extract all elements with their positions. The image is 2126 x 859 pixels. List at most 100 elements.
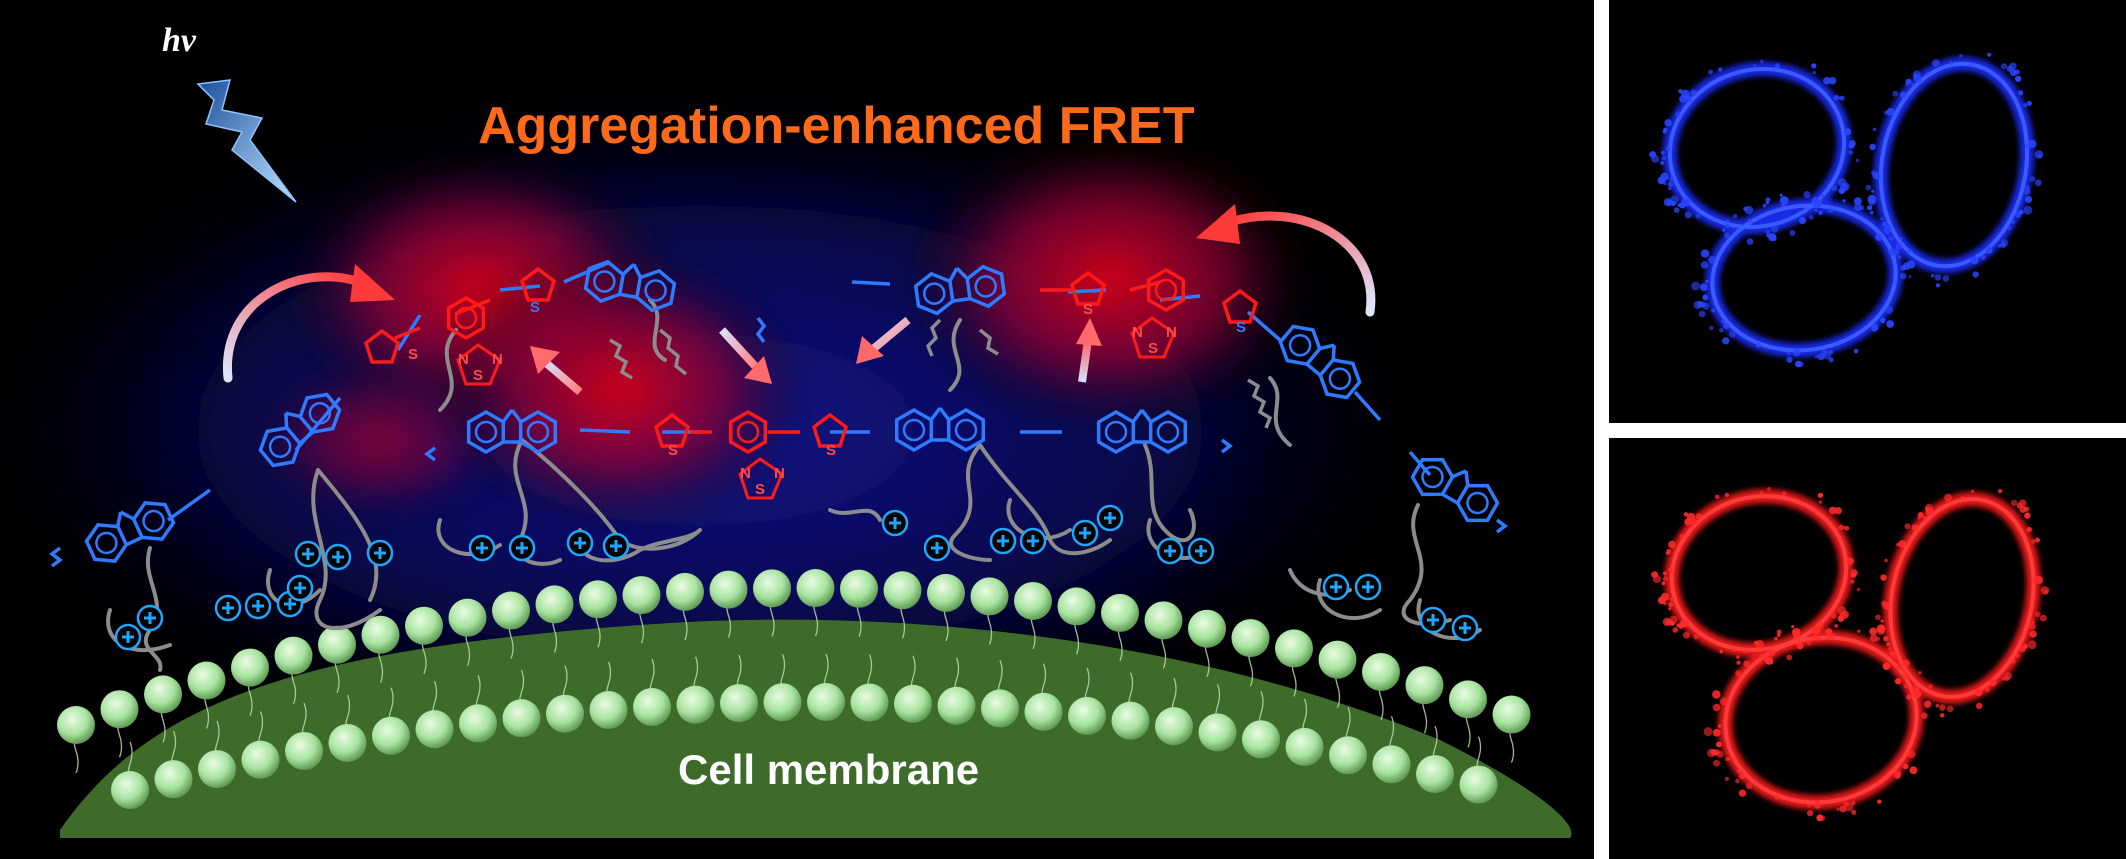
fluorescence-speckle <box>1745 782 1753 790</box>
fluorescence-speckle <box>1869 627 1878 636</box>
fluorescence-speckle <box>1744 205 1754 215</box>
fluorescence-speckle <box>1705 279 1709 284</box>
lipid-head <box>850 683 889 722</box>
positive-charge-icon <box>468 534 496 562</box>
fluorescence-speckle <box>1669 195 1679 205</box>
fluorescence-speckle <box>1695 513 1703 520</box>
positive-charge-icon <box>1354 573 1382 601</box>
fluorescence-speckle <box>1690 89 1697 96</box>
lipid-head <box>328 723 367 762</box>
fluorescence-speckle <box>1684 518 1692 526</box>
fluorescence-speckle <box>1721 319 1726 324</box>
fluorescence-speckle <box>1913 704 1917 708</box>
fluorescence-speckle <box>2025 185 2030 190</box>
lipid-head <box>937 686 976 725</box>
lipid-head <box>720 684 758 723</box>
lipid-head <box>807 683 845 722</box>
lipid-head <box>676 685 715 724</box>
lipid-head <box>633 687 671 726</box>
lipid-head <box>415 710 454 749</box>
fluorescence-speckle <box>1855 158 1860 163</box>
fluorescence-speckle <box>1944 493 1952 502</box>
nitrogen-label: N <box>774 465 785 482</box>
fluorescence-speckle <box>1791 625 1795 629</box>
nitrogen-label: N <box>740 465 751 482</box>
fluorescence-speckle <box>1719 327 1724 333</box>
positive-charge-icon <box>214 594 242 622</box>
fluorescence-speckle <box>1889 236 1894 242</box>
fluorescence-speckle <box>1837 615 1845 622</box>
lipid-head <box>144 675 182 714</box>
positive-charge-icon <box>1096 504 1124 532</box>
fluorescence-speckle <box>2034 611 2041 618</box>
fluorescence-speckle <box>1752 63 1757 68</box>
fluorescence-speckle <box>1700 249 1710 258</box>
lipid-head <box>1242 720 1280 759</box>
fluorescence-speckle <box>1770 225 1779 233</box>
fluorescence-speckle <box>1836 807 1840 811</box>
fluorescence-speckle <box>1902 262 1911 270</box>
positive-charge-icon <box>508 534 536 562</box>
fluorescence-speckle <box>1946 705 1954 713</box>
lipid-head <box>883 571 922 610</box>
fluorescence-speckle <box>2000 63 2008 70</box>
fluorescence-speckle <box>1735 778 1740 784</box>
fret-scheme-panel: S S S S S S S S S N N N N N N <box>0 0 1594 859</box>
lipid-head <box>361 615 400 654</box>
fluorescence-speckle <box>1803 190 1811 199</box>
fluorescence-speckle <box>1911 82 1915 87</box>
fluorescence-speckle <box>1675 111 1681 117</box>
fluorescence-speckle <box>1881 221 1887 227</box>
fluorescence-speckle <box>1661 581 1666 586</box>
fluorescence-speckle <box>1844 802 1854 812</box>
fluorescence-speckle <box>2032 578 2038 584</box>
fluorescence-speckle <box>1699 283 1708 292</box>
fluorescence-speckle <box>1712 728 1721 737</box>
fluorescence-speckle <box>1822 350 1832 360</box>
fluorescence-speckle <box>1661 592 1670 602</box>
fluorescence-speckle <box>1672 627 1679 633</box>
fluorescence-speckle <box>1776 629 1782 635</box>
fluorescence-speckle <box>1928 684 1933 689</box>
fluorescence-speckle <box>1719 649 1723 654</box>
lipid-head <box>1068 696 1106 735</box>
membrane-label: Cell membrane <box>678 746 980 793</box>
positive-charge-icon <box>881 509 909 537</box>
fluorescence-speckle <box>2024 188 2031 195</box>
fluorescence-speckle <box>1681 197 1691 207</box>
fluorescence-speckle <box>1883 636 1889 642</box>
fluorescence-speckle <box>1649 151 1657 158</box>
lipid-head <box>1492 695 1531 734</box>
lipid-head <box>1372 745 1411 784</box>
fluorescence-speckle <box>1725 223 1730 229</box>
lipid-head <box>1362 652 1400 691</box>
lipid-head <box>579 580 617 619</box>
fluorescence-speckle <box>1669 176 1675 182</box>
fluorescence-speckle <box>1691 281 1701 291</box>
fluorescence-speckle <box>1737 769 1741 773</box>
fluorescence-speckle <box>1818 500 1823 504</box>
fluorescence-speckle <box>1665 146 1671 152</box>
lipid-head <box>241 740 280 779</box>
lipid-head <box>318 625 356 664</box>
fluorescence-speckle <box>1779 193 1783 197</box>
fluorescence-speckle <box>1736 655 1740 659</box>
lipid-head <box>589 690 628 729</box>
fluorescence-speckle <box>1712 703 1721 712</box>
fluorescence-speckle <box>2015 211 2022 218</box>
fluorescence-speckle <box>1762 203 1767 208</box>
fluorescence-speckle <box>1917 512 1924 518</box>
lipid-head <box>198 750 236 789</box>
fluorescence-speckle <box>1789 230 1796 236</box>
fluorescence-speckle <box>1848 150 1853 155</box>
excitation-label: hv <box>162 22 196 59</box>
positive-charge-icon <box>566 529 594 557</box>
fluorescence-speckle <box>1759 490 1764 495</box>
fluorescence-speckle <box>1786 356 1793 363</box>
fluorescence-speckle <box>1848 142 1855 149</box>
lipid-head <box>1188 609 1226 648</box>
fluorescence-speckle <box>1669 596 1675 602</box>
lipid-head <box>1024 692 1063 731</box>
fluorescence-speckle <box>1960 495 1965 500</box>
fluorescence-speckle <box>1913 74 1923 83</box>
